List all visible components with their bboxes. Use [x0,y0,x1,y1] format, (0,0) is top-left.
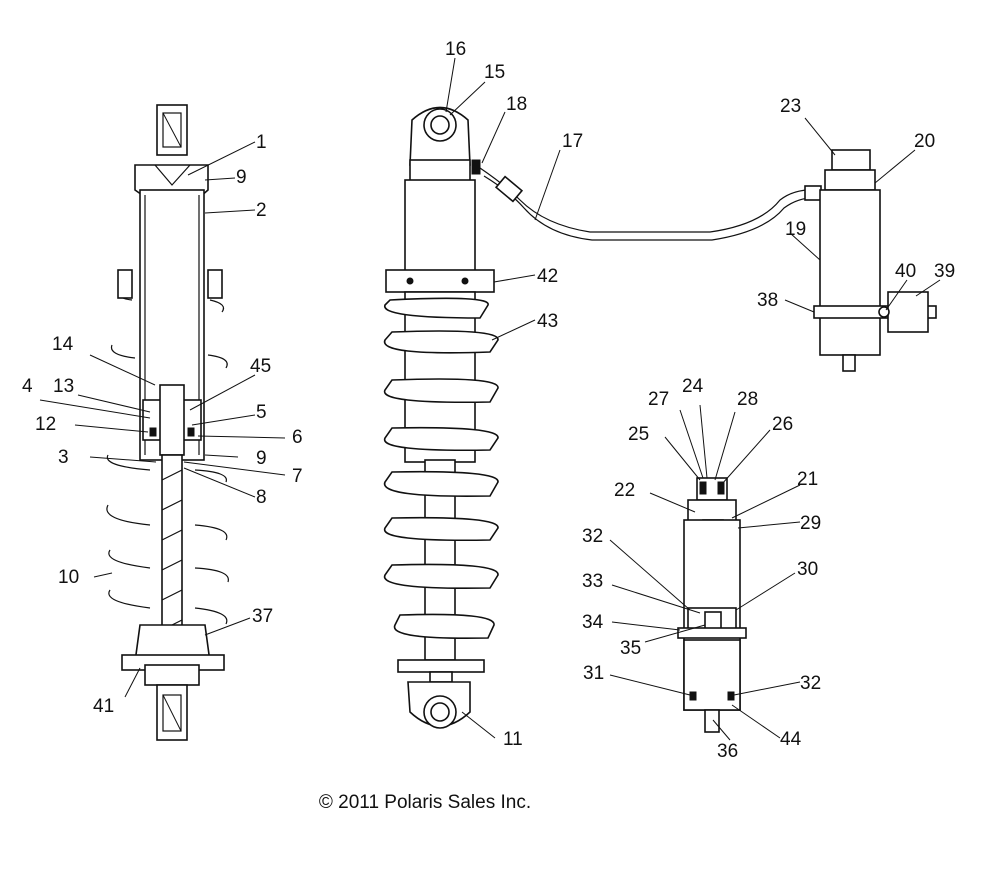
callout-26: 26 [772,414,793,435]
callout-43: 43 [537,311,558,332]
callout-32b: 32 [800,673,821,694]
reservoir-hose [479,167,822,241]
callout-28: 28 [737,389,758,410]
callout-36: 36 [717,741,738,762]
callout-leaders [39,57,941,741]
left-shock-cross-section [106,104,229,741]
callout-2: 2 [256,200,267,221]
callout-12: 12 [35,414,56,435]
callout-24: 24 [682,376,704,397]
callout-7: 7 [292,466,303,487]
callout-41: 41 [93,696,114,717]
callout-32a: 32 [582,526,603,547]
callout-9a: 9 [236,167,247,188]
callout-17: 17 [562,131,583,152]
callout-31: 31 [583,663,604,684]
callout-labels: 1 2 3 4 5 6 7 8 9 9 10 11 12 13 14 15 16… [22,39,955,762]
callout-23: 23 [780,96,801,117]
callout-22: 22 [614,480,635,501]
callout-5: 5 [256,402,267,423]
callout-9b: 9 [256,448,267,469]
callout-30: 30 [797,559,818,580]
callout-18: 18 [506,94,527,115]
callout-3: 3 [58,447,69,468]
callout-39: 39 [934,261,955,282]
callout-38: 38 [757,290,778,311]
callout-34: 34 [582,612,604,633]
callout-45: 45 [250,356,271,377]
callout-8: 8 [256,487,267,508]
callout-37: 37 [252,606,273,627]
callout-13: 13 [53,376,74,397]
callout-21: 21 [797,469,818,490]
callout-33: 33 [582,571,603,592]
callout-6: 6 [292,427,303,448]
callout-1: 1 [256,132,267,153]
callout-25: 25 [628,424,649,445]
remote-reservoir [813,149,937,372]
callout-42: 42 [537,266,558,287]
callout-44: 44 [780,729,802,750]
callout-19: 19 [785,219,806,240]
callout-16: 16 [445,39,466,60]
callout-29: 29 [800,513,821,534]
callout-20: 20 [914,131,935,152]
callout-4: 4 [22,376,33,397]
callout-27: 27 [648,389,669,410]
callout-14: 14 [52,334,74,355]
copyright-notice: © 2011 Polaris Sales Inc. [318,792,532,813]
callout-35: 35 [620,638,641,659]
reservoir-cross-section [677,477,747,733]
callout-10: 10 [58,567,79,588]
callout-15: 15 [484,62,505,83]
middle-shock-assembly [383,106,499,729]
callout-11: 11 [503,729,523,750]
callout-40: 40 [895,261,916,282]
